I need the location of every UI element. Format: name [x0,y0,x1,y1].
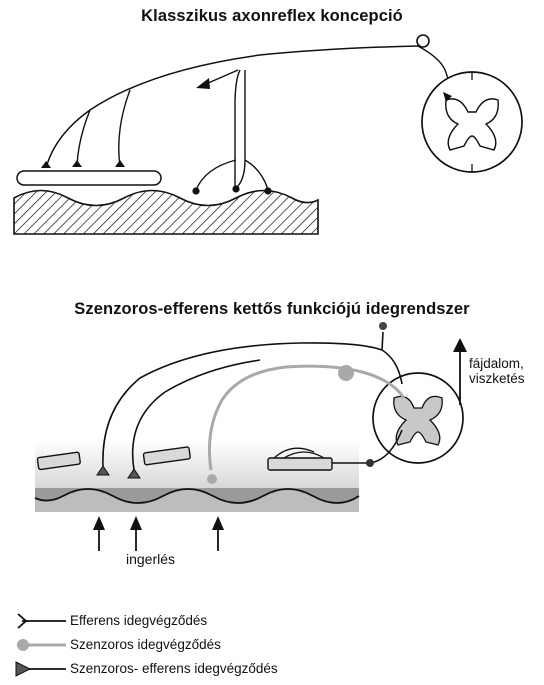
legend-item-dual: Szenzoros- efferens idegvégződés [8,660,408,680]
sensory-ending-icon [192,187,199,194]
classic-axon-reflex-diagram [14,35,522,234]
pain-itch-label: fájdalom, viszketés [469,356,525,386]
legend-item-efferent: Efferens idegvégződés [8,612,408,632]
dual-ganglion [379,322,387,330]
legend-label: Efferens idegvégződés [70,613,207,628]
classic-main-axon [46,46,418,168]
efferent-ending-icon [115,160,125,167]
stimulus-arrow-icon [93,516,105,530]
antidromic-arrow-icon [196,78,210,89]
pain-label-line2: viszketés [469,371,525,386]
dual-function-diagram [35,322,467,551]
sensory-ganglion [338,365,354,381]
pain-label-line1: fájdalom, [469,356,525,371]
stimulation-label: ingerlés [126,552,175,567]
classic-spinal-cord [422,72,522,172]
ascending-pain-arrow-icon [453,338,467,352]
stimulus-arrow-icon [212,516,224,530]
sensory-ending-icon [207,474,217,484]
classic-blood-vessel [17,171,161,185]
efferent-ending-icon [72,160,82,167]
legend-label: Szenzoros idegvégződés [70,637,221,652]
efferent-ending-icon [41,161,51,168]
stimulus-arrow-icon [130,516,142,530]
efferent-ending-icon [366,459,374,467]
legend-label: Szenzoros- efferens idegvégződés [70,661,278,676]
classic-skin-tissue [14,191,318,235]
classic-ganglion-cell [417,35,429,47]
sensory-ending-icon [264,187,271,194]
sensory-ending-icon [232,185,239,192]
legend-item-sensory: Szenzoros idegvégződés [8,636,408,656]
